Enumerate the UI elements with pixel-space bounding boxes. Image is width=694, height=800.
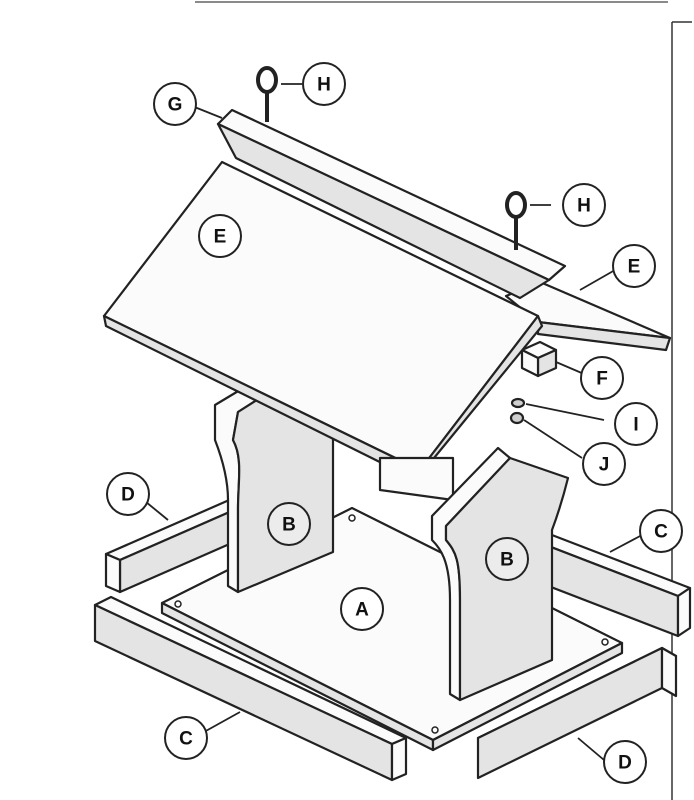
callout-b-left: B [267, 502, 311, 546]
screw-hole [431, 726, 439, 734]
screw-hole [348, 514, 356, 522]
callout-a: A [340, 587, 384, 631]
callout-label: D [121, 485, 135, 506]
callout-g: G [153, 82, 197, 126]
callout-label: C [654, 522, 668, 543]
callout-label: H [577, 196, 591, 217]
callout-label: A [355, 600, 369, 621]
callout-f: F [580, 356, 624, 400]
callout-i: I [614, 402, 658, 446]
callout-j: J [582, 442, 626, 486]
part-h-eye-bolt-right [505, 191, 527, 250]
part-b-left-support [213, 388, 335, 594]
callout-b-right: B [485, 537, 529, 581]
part-f-block [520, 340, 558, 378]
callout-e-left: E [198, 214, 242, 258]
callout-h-top: H [302, 62, 346, 106]
part-d-bottom-rail [476, 646, 678, 780]
callout-label: G [168, 95, 183, 116]
part-h-eye-bolt-left [256, 66, 278, 122]
part-g-ridge [216, 108, 567, 300]
part-i-washer [510, 397, 526, 409]
callout-label: I [633, 415, 638, 436]
callout-d-left: D [106, 472, 150, 516]
callout-label: E [214, 227, 227, 248]
callout-label: C [179, 729, 193, 750]
callout-label: J [599, 455, 610, 476]
callout-c-right: C [639, 509, 683, 553]
screw-hole [601, 638, 609, 646]
callout-label: F [596, 369, 608, 390]
screw-hole [174, 600, 182, 608]
part-c-bottom-rail [93, 595, 408, 782]
callout-label: D [618, 753, 632, 774]
callout-e-right: E [612, 244, 656, 288]
callout-label: E [628, 257, 641, 278]
part-e-left-roof-panel [102, 160, 544, 482]
callout-h-right: H [562, 183, 606, 227]
callout-c-bottom: C [164, 716, 208, 760]
callout-label: H [317, 75, 331, 96]
callout-label: B [500, 550, 514, 571]
part-j-washer [509, 411, 525, 425]
callout-d-bottom: D [603, 740, 647, 784]
callout-label: B [282, 515, 296, 536]
rear-wall-end [378, 456, 455, 502]
leader-lines [145, 83, 643, 761]
